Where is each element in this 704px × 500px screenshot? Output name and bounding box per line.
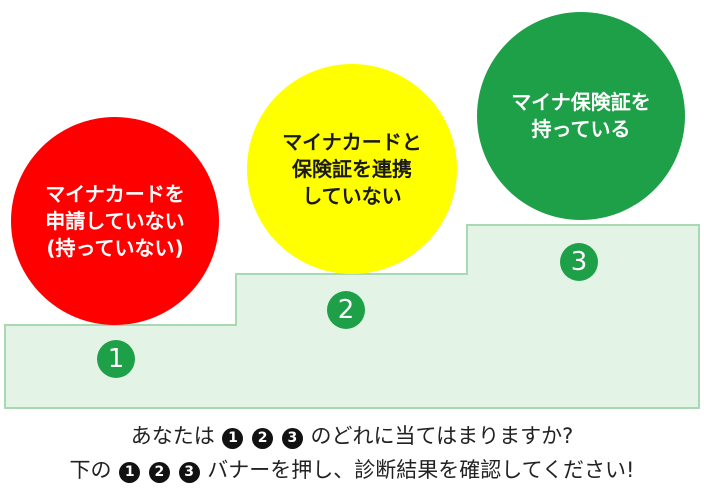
circle-label-has-card: マイナ保険証を 持っている <box>511 90 651 141</box>
question-suffix: のどれに当てはまりますか? <box>310 424 574 448</box>
badge-1: 1 <box>222 428 244 449</box>
badge-3: 3 <box>281 428 303 449</box>
status-circle-not-applied: マイナカードを 申請していない (持っていない) <box>11 117 219 325</box>
step-number-1: 1 <box>97 340 135 378</box>
badge-3: 3 <box>178 462 200 483</box>
instruction-line: 下の 1 2 3 バナーを押し、診断結果を確認してください! <box>0 456 704 484</box>
question-prefix: あなたは <box>130 424 215 448</box>
status-circle-not-linked: マイナカードと 保険証を連携 していない <box>247 64 457 274</box>
instruction-suffix: バナーを押し、診断結果を確認してください! <box>207 458 635 482</box>
circle-label-not-linked: マイナカードと 保険証を連携 していない <box>282 129 422 208</box>
step-number-2: 2 <box>327 291 365 329</box>
circle-label-not-applied: マイナカードを 申請していない (持っていない) <box>45 181 185 260</box>
badge-2: 2 <box>252 428 274 449</box>
instruction-prefix: 下の <box>69 458 112 482</box>
step-number-3: 3 <box>560 243 598 281</box>
badge-1: 1 <box>119 462 141 483</box>
badge-2: 2 <box>148 462 170 483</box>
question-line: あなたは 1 2 3 のどれに当てはまりますか? <box>0 422 704 450</box>
status-circle-has-card: マイナ保険証を 持っている <box>477 12 685 220</box>
